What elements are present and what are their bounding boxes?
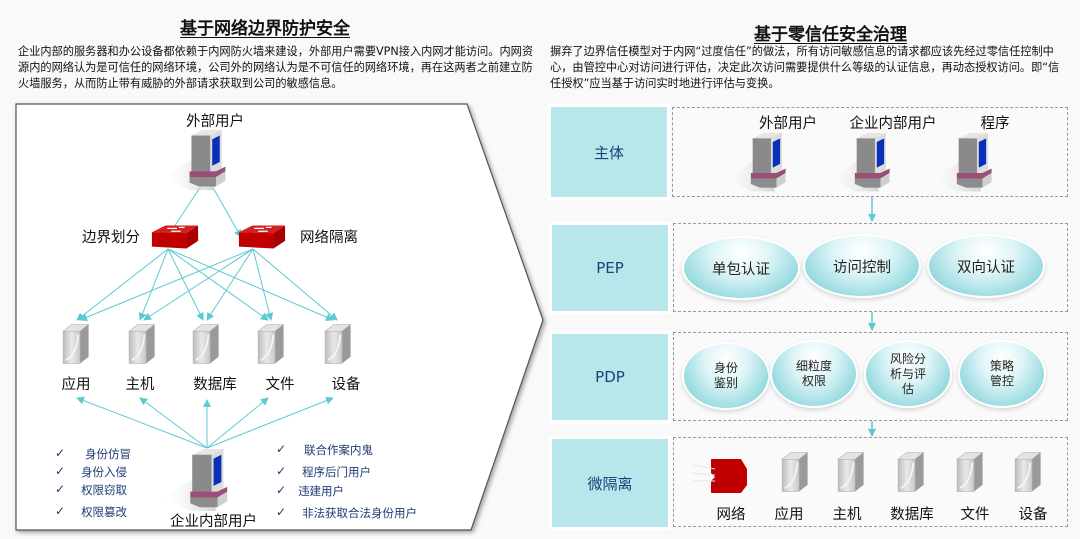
subject-internal-user-label: 企业内部用户 [849,116,937,132]
server-icon [893,450,927,494]
subject-external-user-label: 外部用户 [759,116,817,132]
risk-item: 非法获取合法身份用户 [302,506,418,520]
micro-database-label: 数据库 [890,507,934,523]
risk-item: 权限窃取 [81,483,128,497]
pdp-risk-analysis: 风险分 析与评 估 [864,340,952,408]
external-user-label: 外部用户 [186,114,244,130]
micro-app-label: 应用 [774,507,804,523]
row-label-subject: 主体 [548,104,670,200]
micro-file-label: 文件 [960,507,990,523]
program-computer-icon [928,131,1004,195]
micro-network-label: 网络 [716,507,746,523]
network-firewall-icon [690,459,747,493]
subject-program-label: 程序 [980,116,1010,132]
check-icon: ✓ [276,505,287,519]
external-user-computer-icon [722,131,798,195]
right-title: 基于零信任安全治理 [754,25,907,45]
row-label-microsegmentation: 微隔离 [549,436,671,530]
row-label-pep: PEP [549,222,671,314]
server-icon [777,450,811,494]
check-icon: ✓ [55,504,66,518]
server-icon [833,450,867,494]
left-description: 企业内部的服务器和办公设备都依赖于内网防火墙来建设，外部用户需要VPN接入内网才… [18,45,534,90]
pdp-identity-verification: 身份 鉴别 [682,342,770,410]
check-icon: ✓ [55,446,66,460]
check-icon: ✓ [276,442,287,456]
right-description: 摒弃了边界信任模型对于内网“过度信任”的做法，所有访问敏感信息的请求都应该先经过… [550,45,1060,90]
server-icon [1010,450,1044,494]
pep-access-control: 访问控制 [803,234,921,298]
risk-item: 权限篡改 [81,505,128,519]
check-icon: ✓ [276,483,287,497]
risk-item: 联合作案内鬼 [304,443,374,457]
check-icon: ✓ [276,464,287,478]
pdp-fine-grained-permission: 细粒度 权限 [770,340,858,408]
risk-item: 程序后门用户 [302,465,372,479]
server-icon [952,450,986,494]
internal-user-label: 企业内部用户 [170,514,257,530]
resource-label-file: 文件 [265,377,295,393]
risk-item: 身份入侵 [81,465,128,479]
pep-single-packet-auth: 单包认证 [682,236,800,300]
risk-item: 身份仿冒 [85,447,132,461]
internal-user-computer-icon [826,131,902,195]
resource-label-app: 应用 [61,377,91,393]
risk-item: 违建用户 [298,484,345,498]
micro-host-label: 主机 [832,507,862,523]
resource-label-device: 设备 [331,377,361,393]
resource-label-host: 主机 [125,377,155,393]
check-icon: ✓ [55,482,66,496]
pdp-policy-control: 策略 管控 [958,340,1046,408]
pep-mutual-auth: 双向认证 [927,234,1045,298]
resource-label-database: 数据库 [193,377,237,393]
check-icon: ✓ [55,464,66,478]
firewall-isolation-label: 网络隔离 [300,230,358,246]
row-label-pdp: PDP [549,331,671,423]
micro-device-label: 设备 [1018,507,1048,523]
firewall-boundary-label: 边界划分 [82,230,140,246]
left-title: 基于网络边界防护安全 [180,19,350,39]
